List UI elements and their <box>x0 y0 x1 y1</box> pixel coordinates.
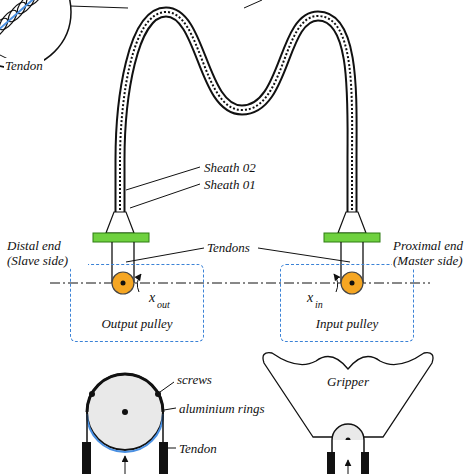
part-label: Sheath 01 <box>203 177 257 192</box>
output-pulley-detail <box>82 374 176 474</box>
subscript: out <box>156 299 171 311</box>
node-label: Input pulley <box>281 317 413 331</box>
sheath-coils <box>0 0 56 55</box>
pulley-box: Output pulley <box>70 264 204 342</box>
part-label: Tendons <box>206 240 251 255</box>
gripper-outline <box>258 345 438 440</box>
gripper-shape: Gripper <box>258 345 438 440</box>
part-label: screws <box>176 372 213 387</box>
variable: x <box>148 290 156 306</box>
node-label: Output pulley <box>71 317 203 331</box>
gripper-pulley <box>327 440 369 474</box>
part-label: Sheath 02 <box>203 160 257 175</box>
part-label: aluminium rings <box>178 401 266 416</box>
node-label: Gripper <box>258 375 438 389</box>
sheath <box>93 0 380 242</box>
part-label: Tendon <box>178 441 218 456</box>
subscript: in <box>314 299 324 311</box>
side-label: Proximal end (Master side) <box>392 238 474 268</box>
pulley-box: Input pulley <box>280 264 414 342</box>
part-label: Tendon <box>4 58 44 73</box>
side-label: Distal end (Slave side) <box>6 238 88 268</box>
variable: x <box>306 290 314 306</box>
